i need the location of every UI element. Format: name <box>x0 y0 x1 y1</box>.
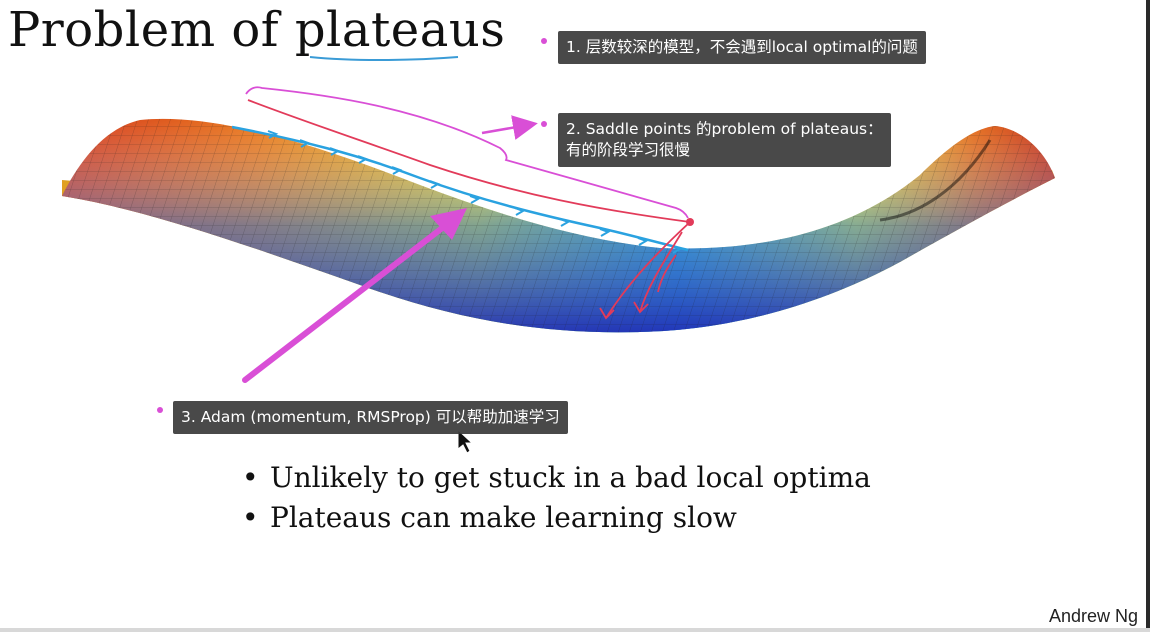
pointer-arrow-note-2 <box>481 115 538 140</box>
descent-path-red-1 <box>605 221 691 319</box>
annotation-note-3: 3. Adam (momentum, RMSProp) 可以帮助加速学习 <box>173 401 568 434</box>
note-2-marker <box>541 121 547 127</box>
annotation-note-2: 2. Saddle points 的problem of plateaus： 有… <box>558 113 891 167</box>
saddle-surface <box>62 118 1055 333</box>
window-bottom-edge <box>0 628 1150 632</box>
gradient-path-blue <box>231 125 689 252</box>
annotation-note-2-line-2: 有的阶段学习很慢 <box>566 141 691 159</box>
bullet-item: Unlikely to get stuck in a bad local opt… <box>242 458 871 498</box>
pointer-arrow-note-3 <box>242 219 453 383</box>
slide-title: Problem of plateaus <box>8 2 506 58</box>
mouse-pointer-icon <box>457 428 474 454</box>
note-1-marker <box>541 38 547 44</box>
saddle-bracket-red <box>247 99 691 223</box>
note-3-marker <box>157 407 163 413</box>
bullet-list: Unlikely to get stuck in a bad local opt… <box>242 458 871 538</box>
descent-path-red-3 <box>657 254 677 293</box>
annotation-note-3-text: 3. Adam (momentum, RMSProp) 可以帮助加速学习 <box>181 408 560 426</box>
window-edge <box>1146 0 1150 632</box>
descent-path-red-2 <box>639 231 683 313</box>
author-credit: Andrew Ng <box>1048 606 1138 626</box>
plateau-bracket-magenta <box>245 86 689 219</box>
bullet-item: Plateaus can make learning slow <box>242 498 871 538</box>
annotation-note-2-line-1: 2. Saddle points 的problem of plateaus： <box>566 120 883 138</box>
title-underline <box>309 56 459 62</box>
annotation-note-1: 1. 层数较深的模型，不会遇到local optimal的问题 <box>558 31 926 64</box>
pointer-arrowhead-note-3 <box>430 208 467 240</box>
trajectory-arrows <box>267 130 683 254</box>
annotation-note-1-text: 1. 层数较深的模型，不会遇到local optimal的问题 <box>566 38 918 56</box>
